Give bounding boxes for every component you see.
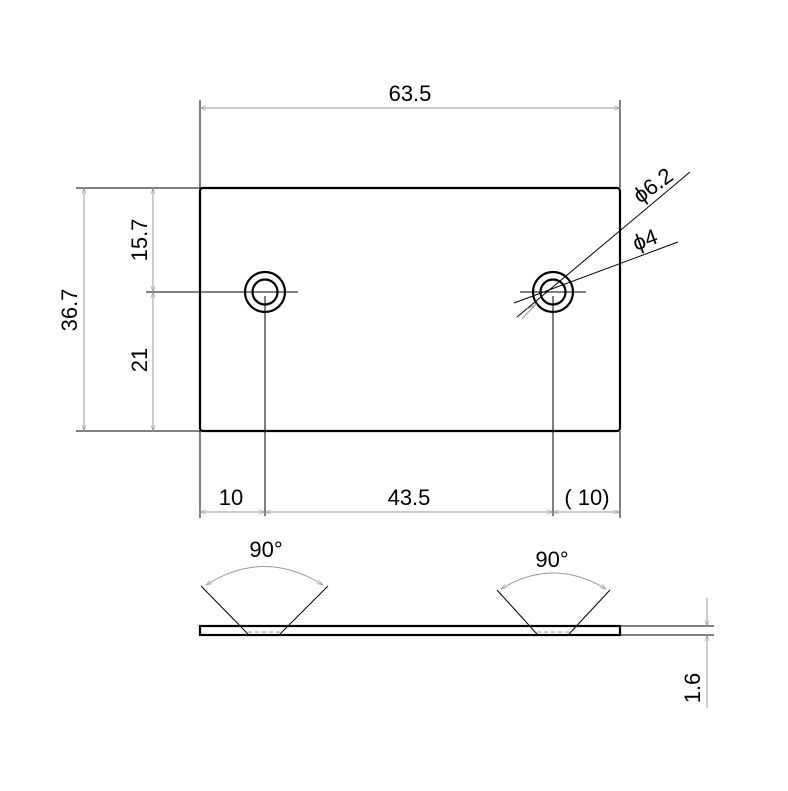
- label-hole-spacing: 43.5: [388, 485, 431, 510]
- label-left-edge-to-hole: 10: [219, 485, 243, 510]
- label-hole-diameter: ϕ4: [629, 224, 661, 256]
- right-countersink-line-left: [496, 589, 538, 635]
- left-countersink-line-right: [279, 585, 329, 635]
- plate-outline: [198, 186, 622, 433]
- right-angle-arc: [500, 572, 607, 590]
- label-overall-width: 63.5: [389, 81, 432, 106]
- diameter-arrow-a: [526, 303, 538, 310]
- leader-hole-diameter: [513, 241, 679, 304]
- left-countersink-line-left: [200, 585, 249, 635]
- diameter-arrow-b: [521, 305, 535, 320]
- label-overall-height: 36.7: [57, 289, 82, 332]
- left-angle-arc: [205, 566, 324, 586]
- label-thickness: 1.6: [680, 673, 705, 704]
- right-countersink-line-right: [568, 589, 611, 635]
- label-left-countersink-angle: 90°: [249, 537, 282, 562]
- label-right-countersink-angle: 90°: [535, 547, 568, 572]
- leader-counterbore-diameter: [516, 171, 691, 318]
- plate-side-outline: [198, 624, 622, 637]
- label-hole-offset-bottom: 21: [127, 348, 152, 372]
- top-view: 63.5 36.7 15.7 21 10 43.5 ( 10) ϕ6.2 ϕ4: [57, 81, 691, 518]
- label-hole-offset-top: 15.7: [127, 219, 152, 262]
- label-counterbore-diameter: ϕ6.2: [628, 163, 677, 208]
- label-right-edge-to-hole: ( 10): [564, 485, 609, 510]
- side-view: 90° 90° 1.6: [198, 537, 714, 708]
